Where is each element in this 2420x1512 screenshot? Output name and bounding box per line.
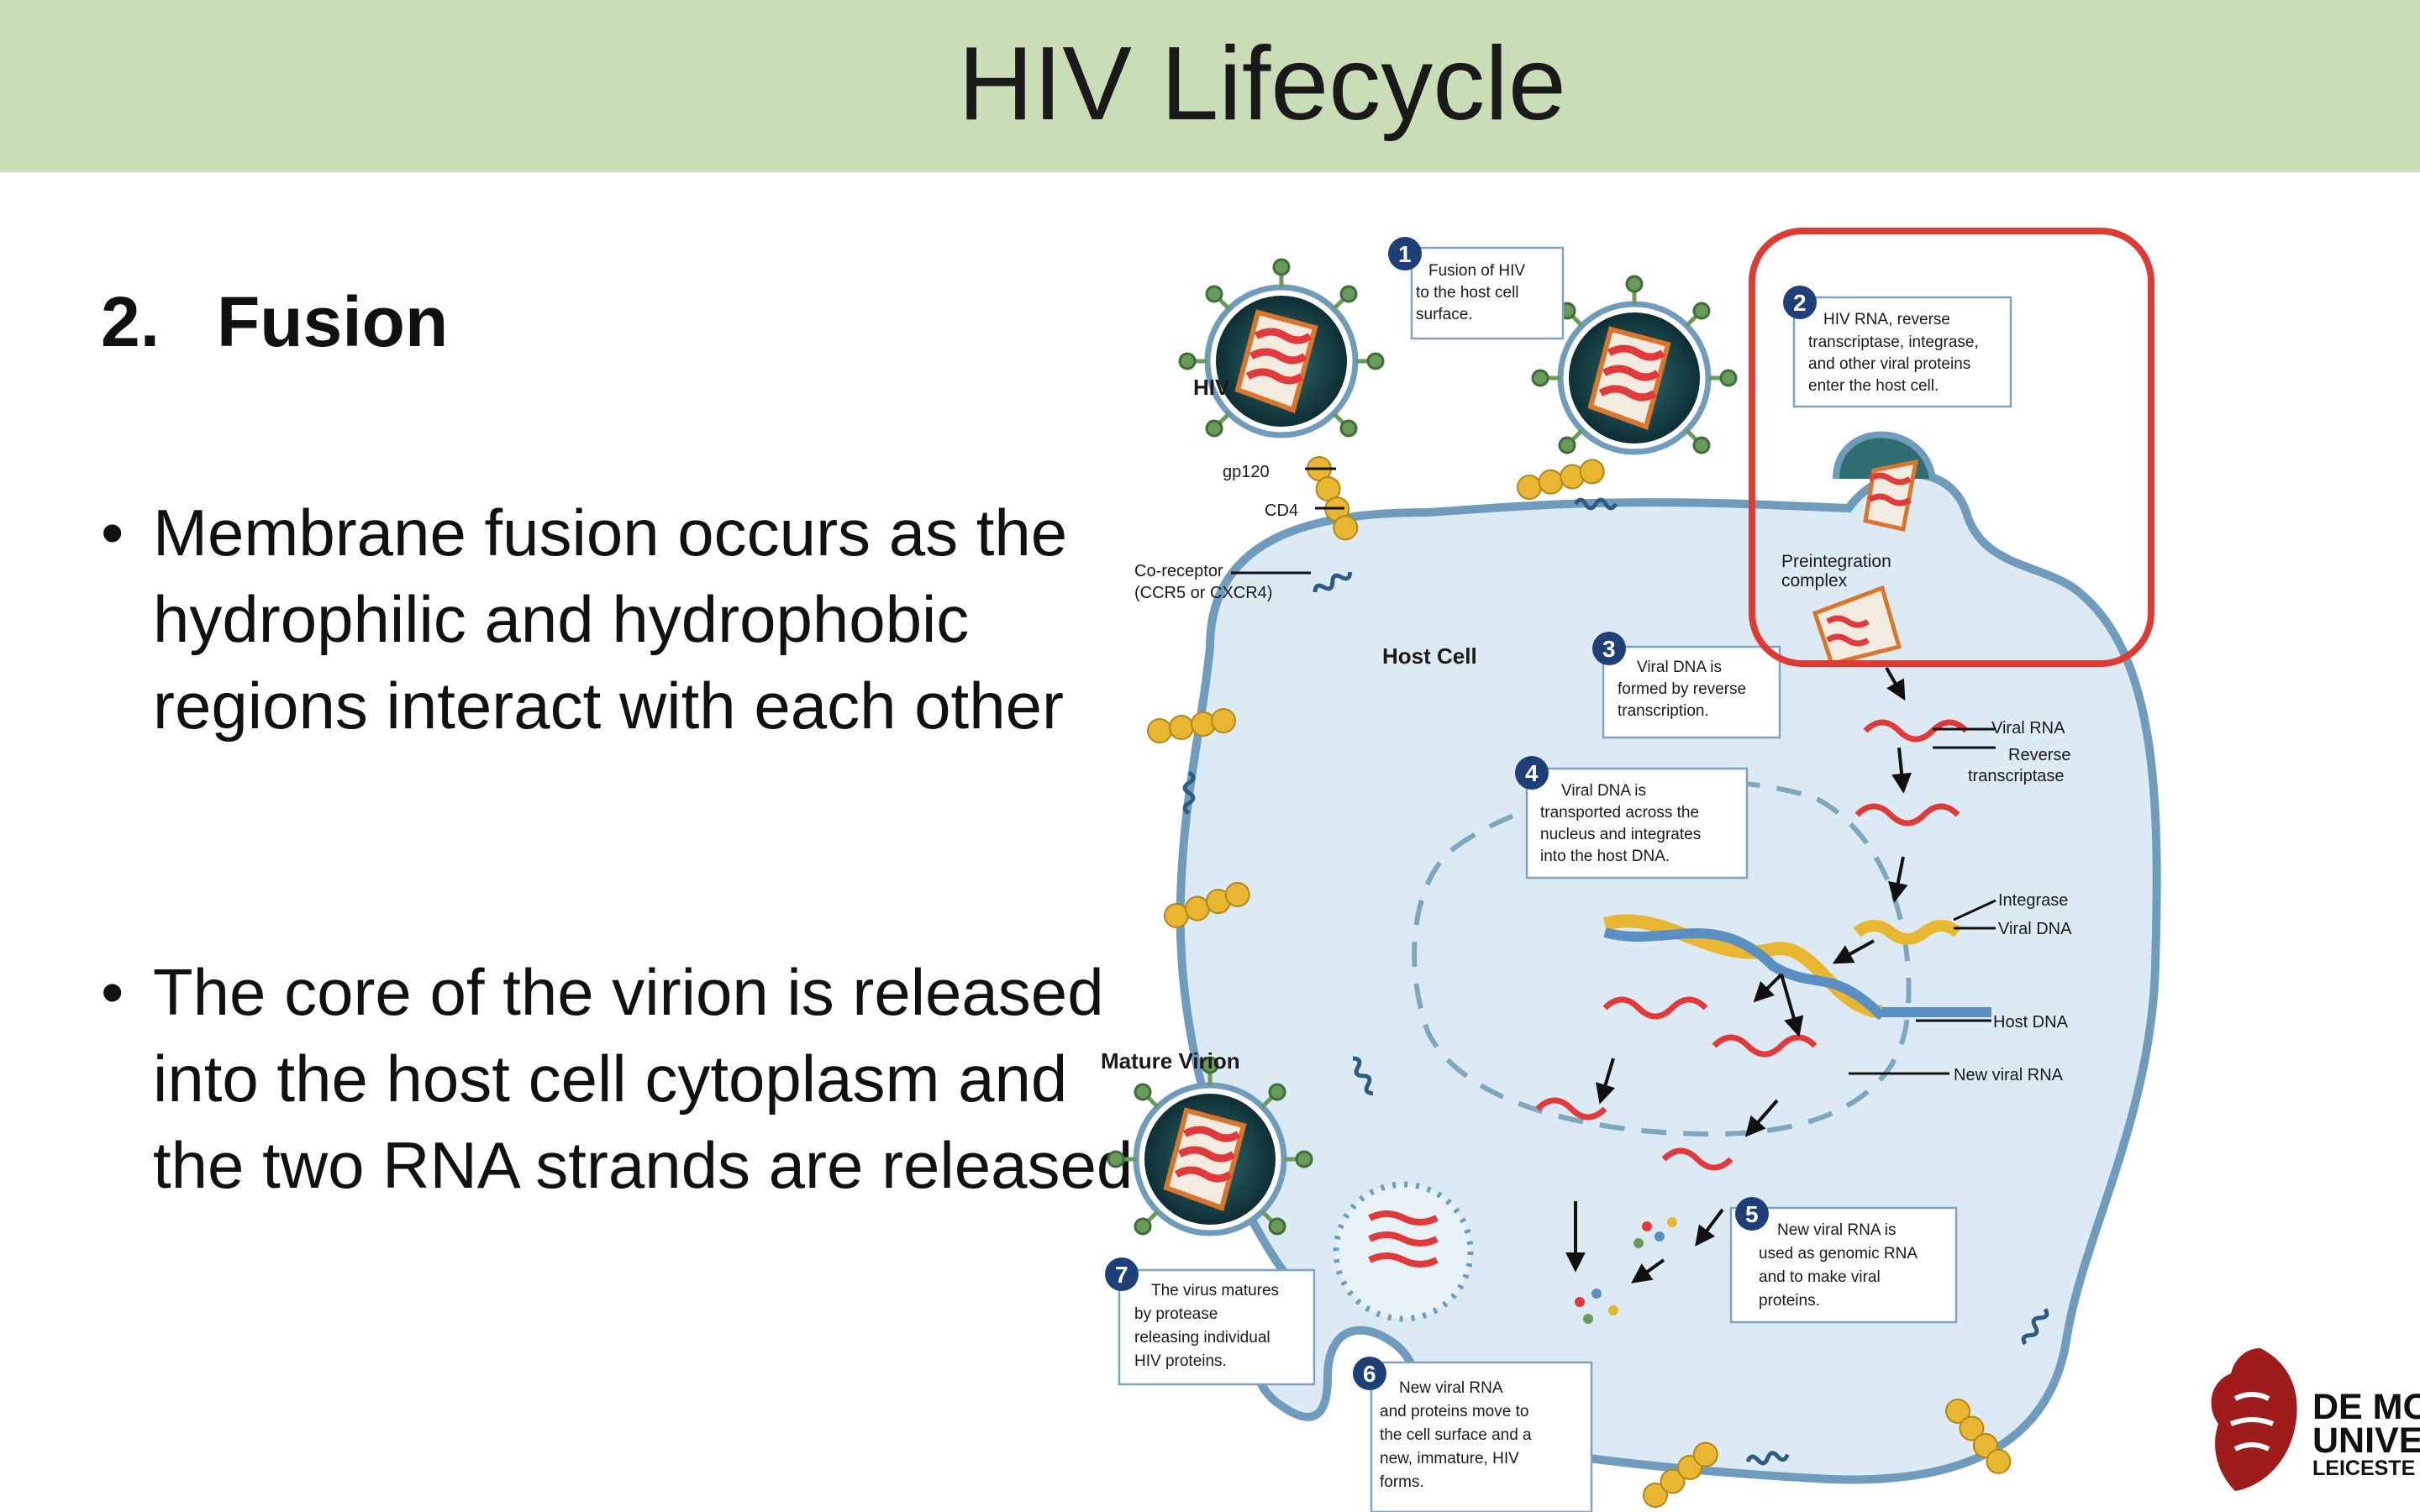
step-4: 4 Viral DNA is transported across the nu… — [1515, 756, 1749, 879]
step-text: HIV proteins. — [1134, 1352, 1227, 1370]
label-hiv: HIV — [1193, 375, 1230, 400]
step-text: transcription. — [1618, 702, 1709, 720]
step-text: Viral DNA is — [1561, 782, 1646, 800]
viral-rna-strands — [1535, 719, 1969, 1171]
viral-protein-dots — [1575, 1217, 1677, 1324]
step-text: formed by reverse — [1618, 680, 1746, 698]
step-text: and other viral proteins — [1808, 355, 1970, 373]
logo-line-1: DE MO — [2312, 1387, 2420, 1427]
label-viral-rna: Viral RNA — [1991, 719, 2065, 738]
step-7: 7 The virus matures by protease releasin… — [1105, 1257, 1316, 1386]
step-text: New viral RNA is — [1777, 1221, 1896, 1239]
bullet-text: The core of the virion is released into … — [153, 955, 1134, 1202]
step-text: transcriptase, integrase, — [1808, 333, 1979, 351]
step-2: 2 HIV RNA, reverse transcriptase, integr… — [1783, 286, 2012, 408]
heading-text: Fusion — [217, 282, 449, 361]
bullet-item: • The core of the virion is released int… — [101, 949, 1144, 1209]
step-text: HIV RNA, reverse — [1823, 311, 1950, 328]
step-text: by protease — [1134, 1305, 1218, 1323]
step-number: 5 — [1745, 1201, 1759, 1227]
viral-dna-segment — [1853, 920, 1962, 945]
bullet-dot: • — [101, 496, 124, 570]
step-number: 4 — [1525, 760, 1539, 786]
step-1: 1 Fusion of HIV to the host cell surface… — [1388, 237, 1565, 340]
logo-line-2: UNIVE — [2312, 1420, 2420, 1461]
university-logo-icon — [2211, 1348, 2297, 1491]
leader-lines — [1231, 467, 1996, 1075]
step-text: New viral RNA — [1399, 1379, 1503, 1397]
step-6: 6 New viral RNA and proteins move to the… — [1353, 1357, 1593, 1512]
budding-virion — [1333, 1181, 1474, 1322]
step-text: releasing individual — [1134, 1329, 1270, 1347]
process-arrows — [1565, 667, 1912, 1284]
step-text: into the host DNA. — [1540, 848, 1670, 865]
step-text: used as genomic RNA — [1759, 1245, 1918, 1263]
step-text: The virus matures — [1151, 1282, 1279, 1299]
step-number: 1 — [1398, 241, 1412, 267]
cd4-receptor-bound — [1514, 458, 1607, 501]
step-text: forms. — [1380, 1473, 1424, 1491]
slide-title: HIV Lifecycle — [958, 26, 1566, 142]
bullet-text: Membrane fusion occurs as the hydrophili… — [153, 496, 1068, 743]
step-text: surface. — [1416, 306, 1473, 323]
label-integrase: Integrase — [1998, 891, 2068, 910]
section-heading: 2. Fusion — [101, 281, 448, 363]
step-number: 2 — [1793, 290, 1807, 316]
label-reverse-1: Reverse — [2008, 746, 2070, 764]
label-viral-dna: Viral DNA — [1998, 920, 2072, 938]
label-host-dna: Host DNA — [1993, 1013, 2069, 1032]
nucleus — [1412, 779, 1912, 1137]
host-dna-helix — [1602, 914, 1991, 1021]
step-number: 6 — [1363, 1361, 1376, 1387]
step-text: and proteins move to — [1380, 1403, 1528, 1420]
entering-core — [1812, 431, 1936, 666]
step-text: enter the host cell. — [1808, 377, 1939, 395]
title-bar — [0, 0, 2420, 172]
step-3: 3 Viral DNA is formed by reverse transcr… — [1592, 632, 1781, 739]
step-text: and to make viral — [1759, 1268, 1881, 1286]
step-5: 5 New viral RNA is used as genomic RNA a… — [1729, 1197, 1958, 1324]
step-text: Fusion of HIV — [1428, 262, 1525, 280]
bullet-item: • Membrane fusion occurs as the hydrophi… — [101, 490, 1144, 749]
label-coreceptor-2: (CCR5 or CXCR4) — [1134, 584, 1272, 602]
hiv-virion — [1180, 260, 1383, 436]
step-number: 3 — [1602, 636, 1616, 662]
logo-line-3: LEICESTE — [2312, 1457, 2416, 1480]
label-cd4: CD4 — [1265, 501, 1298, 520]
university-logo-text: DE MO UNIVE LEICESTE — [2312, 1387, 2420, 1480]
bullet-dot: • — [101, 955, 124, 1029]
label-gp120: gp120 — [1223, 463, 1270, 481]
label-preintegration-1: Preintegration — [1781, 552, 1891, 571]
heading-number: 2. — [101, 282, 160, 361]
label-coreceptor-1: Co-receptor — [1134, 562, 1223, 580]
label-reverse-2: transcriptase — [1968, 767, 2065, 785]
step-text: to the host cell — [1416, 284, 1519, 302]
step-text: new, immature, HIV — [1380, 1450, 1519, 1467]
label-mature-virion: Mature Virion — [1101, 1048, 1240, 1074]
step-text: Viral DNA is — [1637, 659, 1722, 676]
step-2-highlight — [1749, 228, 2154, 667]
step-text: transported across the — [1540, 804, 1699, 822]
label-new-viral-rna: New viral RNA — [1954, 1066, 2064, 1084]
label-preintegration-2: complex — [1781, 571, 1848, 591]
step-number: 7 — [1115, 1262, 1128, 1288]
host-cell — [1176, 470, 2161, 1484]
step-text: the cell surface and a — [1380, 1426, 1532, 1444]
label-host-cell: Host Cell — [1382, 643, 1477, 669]
step-text: proteins. — [1759, 1292, 1820, 1310]
step-text: nucleus and integrates — [1540, 826, 1701, 843]
hiv-lifecycle-diagram: HIV gp120 CD4 Co-receptor (CCR5 or CXCR4… — [1101, 228, 2161, 1512]
